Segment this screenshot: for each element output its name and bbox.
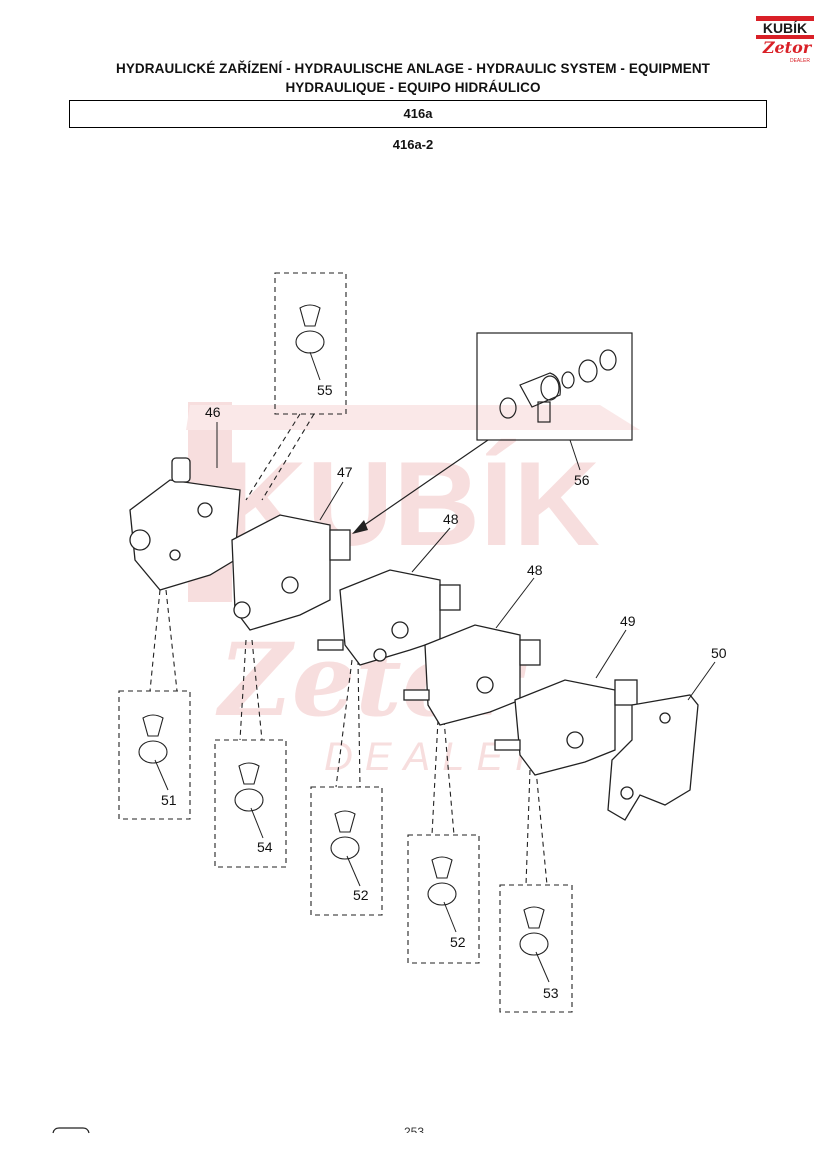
detail-box-51 bbox=[118, 690, 191, 820]
callout-52a: 52 bbox=[353, 887, 369, 903]
callout-46: 46 bbox=[205, 404, 221, 420]
valve-section-49 bbox=[494, 679, 638, 776]
valve-section-48a bbox=[317, 569, 461, 666]
detail-box-52a bbox=[310, 786, 383, 916]
valve-block-46 bbox=[129, 457, 241, 591]
valve-section-47 bbox=[231, 514, 351, 631]
callout-48b: 48 bbox=[527, 562, 543, 578]
section-subcode: 416a-2 bbox=[392, 137, 434, 152]
detail-box-53 bbox=[499, 884, 573, 1013]
kubik-zetor-logo: KUBÍK Zetor DEALER bbox=[756, 16, 814, 64]
section-code-box: 416a bbox=[69, 100, 767, 128]
callout-55: 55 bbox=[317, 382, 333, 398]
footer-mark bbox=[52, 1127, 90, 1134]
callout-54: 54 bbox=[257, 839, 273, 855]
logo-dealer-text: DEALER bbox=[790, 58, 810, 64]
seal-kit-parts bbox=[499, 349, 617, 423]
page-number: 253 bbox=[404, 1125, 425, 1133]
callout-51: 51 bbox=[161, 792, 177, 808]
callout-49: 49 bbox=[620, 613, 636, 629]
callout-47: 47 bbox=[337, 464, 353, 480]
detail-box-52b bbox=[407, 834, 480, 964]
logo-zetor-text: Zetor bbox=[762, 38, 813, 57]
valve-section-48b bbox=[403, 624, 541, 726]
end-plate-50 bbox=[607, 694, 699, 821]
logo-kubik-text: KUBÍK bbox=[763, 20, 807, 36]
seal-icons bbox=[138, 304, 549, 956]
callout-48a: 48 bbox=[443, 511, 459, 527]
header-title-line2: HYDRAULIQUE - EQUIPO HIDRÁULICO bbox=[285, 80, 541, 95]
callout-56: 56 bbox=[574, 472, 590, 488]
callout-50: 50 bbox=[711, 645, 727, 661]
callout-52b: 52 bbox=[450, 934, 466, 950]
detail-box-55 bbox=[274, 272, 347, 415]
header-title-line1: HYDRAULICKÉ ZAŘÍZENÍ - HYDRAULISCHE ANLA… bbox=[115, 61, 711, 76]
callout-53: 53 bbox=[543, 985, 559, 1001]
detail-box-56 bbox=[476, 332, 633, 441]
